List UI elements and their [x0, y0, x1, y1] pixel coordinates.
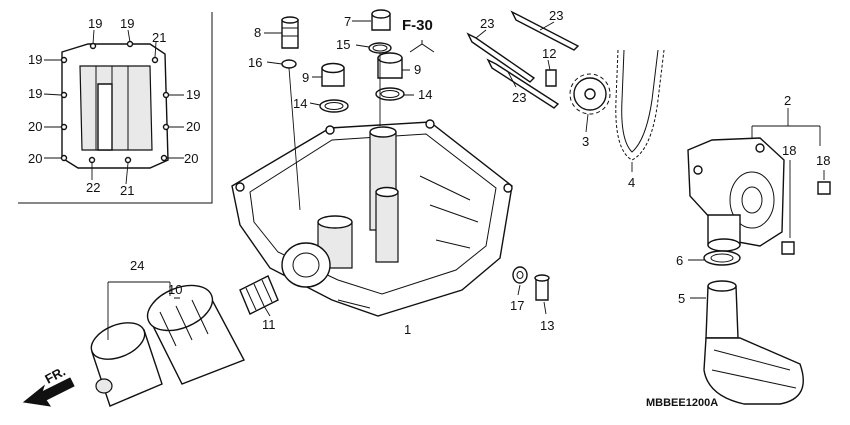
- callout-22: 22: [86, 180, 100, 195]
- callout-19: 19: [186, 87, 200, 102]
- callout-20: 20: [28, 151, 42, 166]
- callout-19: 19: [28, 52, 42, 67]
- callout-24: 24: [130, 258, 144, 273]
- callout-19: 19: [28, 86, 42, 101]
- section-ref-label: F-30: [402, 17, 433, 34]
- callout-18: 18: [816, 153, 830, 168]
- callout-13: 13: [540, 318, 554, 333]
- callout-16: 16: [248, 55, 262, 70]
- callout-9: 9: [302, 70, 309, 85]
- section-reference-arrow: [409, 40, 435, 53]
- callout-1: 1: [404, 322, 411, 337]
- callout-8: 8: [254, 25, 261, 40]
- callout-4: 4: [628, 175, 635, 190]
- oil-pan-seals-and-plugs: [264, 9, 414, 211]
- callout-19: 19: [88, 16, 102, 31]
- callout-15: 15: [336, 37, 350, 52]
- front-direction-arrow-icon: [22, 377, 75, 407]
- oil-filter: [90, 281, 245, 407]
- callout-14: 14: [293, 96, 307, 111]
- callout-18: 18: [782, 143, 796, 158]
- callout-23: 23: [480, 16, 494, 31]
- callout-6: 6: [676, 253, 683, 268]
- callout-2: 2: [784, 93, 791, 108]
- callout-21: 21: [120, 183, 134, 198]
- callout-20: 20: [186, 119, 200, 134]
- oil-pump-sprocket: [569, 73, 611, 133]
- callout-21: 21: [152, 30, 166, 45]
- callout-5: 5: [678, 291, 685, 306]
- callout-23: 23: [549, 8, 563, 23]
- drain-bolt-and-washer: [512, 266, 550, 315]
- oil-pump-drive-chain: [615, 49, 665, 172]
- oil-pan: [231, 119, 513, 317]
- oil-pan-bottom-view-inset: [18, 12, 213, 204]
- callout-12: 12: [542, 46, 556, 61]
- oil-filter-nipple: [239, 275, 279, 317]
- oil-pump-bolts: [466, 10, 580, 109]
- callout-7: 7: [344, 14, 351, 29]
- oil-strainer: [688, 250, 804, 405]
- callout-14: 14: [418, 87, 432, 102]
- callout-11: 11: [262, 317, 276, 332]
- diagram-code: MBBEE1200A: [646, 397, 718, 409]
- oil-pump-assembly: [687, 108, 831, 255]
- callout-17: 17: [510, 298, 524, 313]
- callout-20: 20: [184, 151, 198, 166]
- callout-labels: 19 19 21 19 19 19 20 20 20 20 22 21 8 16…: [28, 8, 830, 409]
- callout-10: 10: [168, 282, 182, 297]
- callout-23: 23: [512, 90, 526, 105]
- callout-9: 9: [414, 62, 421, 77]
- callout-20: 20: [28, 119, 42, 134]
- callout-3: 3: [582, 134, 589, 149]
- callout-19: 19: [120, 16, 134, 31]
